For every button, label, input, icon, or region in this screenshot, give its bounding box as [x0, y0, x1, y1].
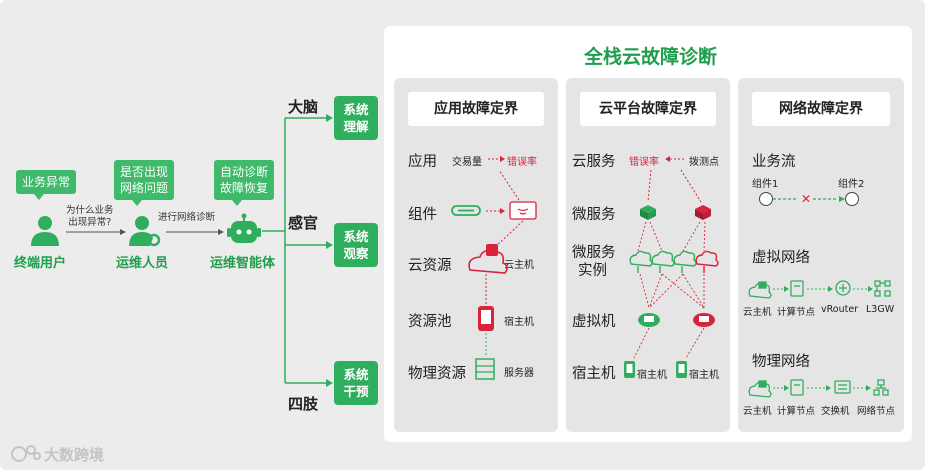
component-2-label: 组件2	[838, 179, 865, 190]
p-cloud-host-label: 云主机	[743, 406, 772, 417]
server-icon	[475, 358, 495, 380]
app-col-title: 应用故障定界	[408, 92, 544, 126]
v-l3gw-icon	[874, 280, 891, 297]
bubble-ops-line1: 是否出现	[120, 165, 169, 179]
host-b-label: 宿主机	[689, 370, 719, 381]
v-router-icon	[835, 280, 851, 296]
host-b-device-icon	[676, 361, 687, 378]
sense-limb: 四肢	[288, 395, 319, 413]
system-observe-line2: 观察	[343, 246, 369, 261]
microservice-red-cube-icon	[695, 205, 711, 220]
host-device-icon	[478, 306, 494, 331]
p-switch-label: 交换机	[821, 406, 850, 417]
network-fault-column	[738, 78, 904, 432]
row-ms-instance: 微服务 实例	[572, 244, 616, 280]
role-end-user: 终端用户	[14, 256, 67, 271]
vm-green-icon	[638, 313, 660, 327]
row-physical-resource: 物理资源	[408, 366, 466, 382]
sense-organ: 感官	[288, 214, 319, 232]
net-col-graphics: ✕	[748, 192, 891, 398]
ops-person-gear-icon	[129, 216, 161, 247]
cloud-col-title: 云平台故障定界	[580, 92, 716, 126]
question-note-line1: 为什么业务	[66, 205, 114, 216]
row-virtual-network: 虚拟网络	[752, 250, 810, 266]
p-compute-node-label: 计算节点	[777, 406, 816, 417]
system-understand-line1: 系统	[343, 102, 369, 117]
instance-cloud-icons	[629, 250, 719, 273]
vm-red-icon	[693, 313, 715, 327]
v-router-label: vRouter	[821, 304, 859, 315]
v-compute-node-label: 计算节点	[777, 307, 816, 318]
row-host: 宿主机	[572, 366, 616, 382]
robot-agent-icon	[227, 213, 261, 243]
watermark-logo-icon	[11, 445, 41, 462]
system-intervene-box: 系统干预	[334, 361, 378, 405]
actor-arrows	[66, 229, 224, 235]
row-app: 应用	[408, 154, 437, 170]
v-cloud-host-label: 云主机	[743, 307, 772, 318]
system-understand-line2: 理解	[343, 119, 369, 134]
app-error-rate-label: 错误率	[507, 157, 537, 168]
panel-title: 全栈云故障诊断	[584, 46, 718, 68]
system-observe-box: 系统观察	[334, 223, 378, 267]
p-compute-node-icon	[790, 379, 804, 396]
app-host-label: 宿主机	[504, 317, 534, 328]
system-intervene-line2: 干预	[343, 384, 369, 399]
row-cloud-service: 云服务	[572, 154, 616, 170]
cloud-error-rate-label: 错误率	[629, 157, 659, 168]
bubble-agent-line2: 故障恢复	[220, 181, 269, 195]
cloud-col-graphics	[624, 156, 719, 378]
row-ms-instance-line1: 微服务	[572, 245, 616, 261]
role-ops-agent: 运维智能体	[210, 256, 276, 271]
net-col-title: 网络故障定界	[752, 92, 890, 126]
row-business-flow: 业务流	[752, 154, 796, 170]
component-connector-icon	[451, 205, 481, 216]
question-note: 为什么业务 出现异常?	[66, 205, 114, 229]
p-switch-icon	[834, 380, 851, 394]
broken-link-x-icon: ✕	[801, 192, 811, 206]
row-cloud-resource: 云资源	[408, 258, 452, 274]
host-a-label: 宿主机	[637, 370, 667, 381]
v-compute-node-icon	[790, 280, 804, 297]
cloud-host-icon	[468, 244, 508, 274]
component-1-label: 组件1	[752, 179, 779, 190]
bubble-user: 业务异常	[16, 170, 77, 200]
bubble-ops-line2: 网络问题	[120, 181, 169, 195]
diagnose-note: 进行网络诊断	[158, 212, 216, 223]
row-ms-instance-line2: 实例	[578, 263, 607, 279]
sense-connectors	[262, 114, 333, 387]
v-cloud-host-icon	[748, 281, 772, 299]
row-vm: 虚拟机	[572, 314, 616, 330]
sense-brain: 大脑	[288, 98, 319, 116]
p-network-node-label: 网络节点	[857, 406, 896, 417]
traffic-label: 交易量	[452, 157, 482, 168]
question-note-line2: 出现异常?	[68, 217, 112, 228]
v-l3gw-label: L3GW	[866, 304, 895, 315]
microservice-green-cube-icon	[640, 205, 656, 220]
app-cloud-host-label: 云主机	[504, 260, 534, 271]
probe-label: 拨测点	[689, 157, 719, 168]
system-understand-box: 系统理解	[334, 96, 378, 140]
app-col-graphics	[451, 156, 537, 380]
row-microservice: 微服务	[572, 207, 616, 223]
row-component: 组件	[408, 207, 437, 223]
system-intervene-line1: 系统	[343, 367, 369, 382]
bubble-agent: 自动诊断 故障恢复	[214, 160, 275, 206]
system-observe-line1: 系统	[343, 229, 369, 244]
p-cloud-host-icon	[748, 380, 772, 398]
java-component-icon	[509, 201, 537, 220]
bubble-agent-line1: 自动诊断	[220, 165, 269, 179]
row-resource-pool: 资源池	[408, 314, 452, 330]
app-server-label: 服务器	[504, 368, 534, 379]
user-icon	[31, 216, 59, 246]
bubble-ops: 是否出现 网络问题	[114, 160, 175, 206]
row-physical-network: 物理网络	[752, 354, 810, 370]
watermark-text: 大数跨境	[44, 446, 105, 464]
host-a-device-icon	[624, 361, 635, 378]
p-network-node-icon	[873, 379, 889, 396]
role-ops-staff: 运维人员	[116, 256, 169, 271]
